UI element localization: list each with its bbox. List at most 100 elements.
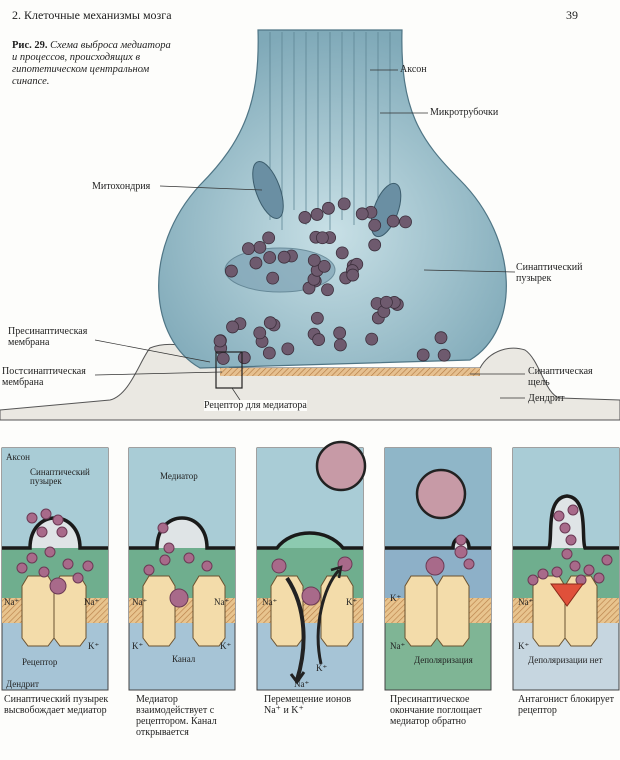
panel3-k-top: K⁺ xyxy=(346,597,358,607)
recycled-vesicle xyxy=(415,468,467,520)
chapter-header: 2. Клеточные механизмы мозга xyxy=(12,8,172,22)
synaptic-vesicle xyxy=(416,348,430,362)
panel-2 xyxy=(128,447,236,691)
receptor-left xyxy=(142,575,176,647)
mediator-molecule xyxy=(565,534,577,546)
panel1-na-right: Na⁺ xyxy=(84,597,100,607)
mediator-molecule xyxy=(553,510,565,522)
receptor-left xyxy=(404,575,438,647)
mediator-molecule xyxy=(36,526,48,538)
panel3-na-bottom: Na⁺ xyxy=(294,679,310,689)
mediator-molecule xyxy=(301,586,321,606)
panel3-na-top: Na⁺ xyxy=(262,597,278,607)
synaptic-vesicle xyxy=(368,218,382,232)
synaptic-vesicle xyxy=(263,251,277,264)
mediator-molecule xyxy=(271,558,287,574)
panel-4 xyxy=(384,447,492,691)
panel2-mediator-label: Медиатор xyxy=(160,471,198,481)
panel1-vesicle-label: Синаптический пузырек xyxy=(30,467,90,486)
mediator-molecule xyxy=(551,566,563,578)
synaptic-vesicle xyxy=(312,333,326,346)
receptor-left xyxy=(21,575,55,647)
synaptic-vesicle xyxy=(242,242,255,256)
recycled-vesicle xyxy=(315,440,367,492)
mediator-molecule xyxy=(583,564,595,576)
figure-caption-text: Схема выброса медиатора и процессов, про… xyxy=(12,40,171,87)
mitochondrion xyxy=(252,161,284,219)
synaptic-vesicle xyxy=(281,342,295,356)
mediator-molecule xyxy=(38,566,50,578)
panel2-k-right: K⁺ xyxy=(220,641,232,651)
synaptic-vesicle xyxy=(333,338,347,352)
figure-caption: Рис. 29. Схема выброса медиатора и проце… xyxy=(12,40,172,88)
presynaptic-membrane xyxy=(129,516,235,550)
leader-lines xyxy=(94,69,525,401)
synaptic-vesicle xyxy=(277,250,291,264)
panel-5 xyxy=(512,447,620,691)
synaptic-vesicle xyxy=(317,259,331,273)
synaptic-vesicle xyxy=(224,264,238,278)
label-mitochondria: Митохондрия xyxy=(92,181,151,192)
synaptic-vesicle xyxy=(365,332,379,346)
page-number: 39 xyxy=(566,8,578,22)
synaptic-vesicle xyxy=(310,311,324,325)
label-presynaptic-membrane: Пресинаптическая мембрана xyxy=(8,326,88,348)
mediator-molecule xyxy=(56,526,68,538)
mediator-molecule xyxy=(62,558,74,570)
na-flow-arrow xyxy=(285,576,306,681)
panel5-caption: Антагонист блокирует рецептор xyxy=(518,694,614,716)
synaptic-vesicle xyxy=(307,253,321,267)
mediator-molecule xyxy=(169,588,189,608)
mediator-molecule xyxy=(561,548,573,560)
synaptic-vesicle xyxy=(237,351,251,365)
presynaptic-membrane xyxy=(257,531,363,550)
mediator-molecule xyxy=(16,562,28,574)
mediator-molecule xyxy=(49,577,67,595)
synaptic-vesicle xyxy=(335,246,349,260)
figure-number: Рис. 29. xyxy=(12,40,48,51)
mediator-molecule xyxy=(601,554,613,566)
synaptic-vesicle xyxy=(310,208,324,221)
panel1-caption: Синаптический пузырек высвобождает медиа… xyxy=(4,694,109,716)
panel4-k-label: K⁺ xyxy=(390,593,402,603)
synaptic-vesicle xyxy=(298,211,312,224)
synaptic-vesicle xyxy=(380,295,393,309)
mediator-molecule xyxy=(463,558,475,570)
mediator-molecule xyxy=(201,560,213,572)
synaptic-vesicle xyxy=(321,283,334,297)
synaptic-vesicle xyxy=(262,346,276,360)
receptor-right xyxy=(320,575,354,647)
mediator-molecule xyxy=(143,564,155,576)
synaptic-vesicle xyxy=(315,231,329,245)
panel-3 xyxy=(256,440,367,691)
mediator-molecule xyxy=(159,554,171,566)
synaptic-vesicle xyxy=(437,348,451,362)
receptor-right xyxy=(192,575,226,647)
mediator-molecule xyxy=(26,512,38,524)
mediator-molecule xyxy=(454,545,468,559)
panel2-na-right: Na⁺ xyxy=(214,597,230,607)
mediator-molecule xyxy=(537,568,549,580)
mediator-molecule xyxy=(52,514,64,526)
synaptic-vesicle xyxy=(249,256,263,270)
mediator-molecule xyxy=(82,560,94,572)
panel2-na-left: Na⁺ xyxy=(132,597,148,607)
mediator-molecule xyxy=(425,556,445,576)
receptor-left xyxy=(270,575,304,647)
panel5-na-label: Na⁺ xyxy=(518,597,534,607)
synaptic-vesicle xyxy=(266,271,280,285)
panel4-caption: Пресинаптическое окончание поглощает мед… xyxy=(390,694,482,727)
mediator-molecule xyxy=(163,542,175,554)
mediator-molecule xyxy=(157,522,169,534)
synaptic-vesicle xyxy=(355,207,369,221)
mediator-molecule xyxy=(72,572,84,584)
synaptic-vesicle xyxy=(386,214,400,228)
mediator-molecule xyxy=(567,504,579,516)
label-receptor: Рецептор для медиатора xyxy=(204,400,307,411)
synapse-illustration xyxy=(0,29,620,421)
arrow-head xyxy=(289,671,306,685)
mediator-molecule xyxy=(569,560,581,572)
synaptic-vesicle xyxy=(213,334,227,348)
arrow-head xyxy=(330,565,343,579)
